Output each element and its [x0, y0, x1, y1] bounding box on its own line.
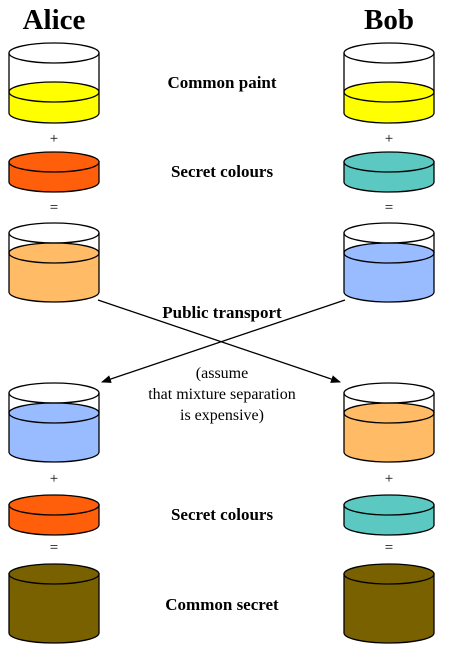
alice-received-mixture-container [8, 382, 100, 463]
bob-common-paint-container [343, 42, 435, 124]
alice-common-secret-container [8, 563, 100, 644]
bob-equals-top: = [385, 200, 393, 216]
note-line-2: that mixture separation [148, 386, 296, 403]
alice-title: Alice [23, 4, 86, 36]
alice-common-paint-container [8, 42, 100, 124]
bob-secret-colour-disc [343, 151, 435, 193]
public-transport-label: Public transport [162, 303, 282, 322]
bob-received-mixture-container [343, 382, 435, 463]
bob-common-secret-container [343, 563, 435, 644]
bob-plus-bottom: + [385, 471, 393, 487]
paint-containers [8, 42, 435, 644]
bob-equals-bottom: = [385, 540, 393, 556]
note-line-1: (assume [196, 365, 248, 382]
bob-mixture-container [343, 222, 435, 303]
alice-equals-top: = [50, 200, 58, 216]
alice-equals-bottom: = [50, 540, 58, 556]
common-paint-label: Common paint [167, 73, 276, 92]
alice-plus-bottom: + [50, 471, 58, 487]
arrow-alice-to-bob [97, 299, 341, 383]
bob-plus-top: + [385, 131, 393, 147]
alice-mixture-container [8, 222, 100, 303]
alice-secret-colour-disc-bottom [8, 494, 100, 536]
bob-secret-colour-disc-bottom [343, 494, 435, 536]
secret-colours-label-top: Secret colours [171, 162, 274, 181]
alice-secret-colour-disc [8, 151, 100, 193]
alice-plus-top: + [50, 131, 58, 147]
secret-colours-label-bottom: Secret colours [171, 505, 274, 524]
common-secret-label: Common secret [165, 595, 279, 614]
bob-title: Bob [364, 4, 414, 36]
arrow-bob-to-alice [101, 299, 346, 383]
note-line-3: is expensive) [180, 407, 264, 424]
